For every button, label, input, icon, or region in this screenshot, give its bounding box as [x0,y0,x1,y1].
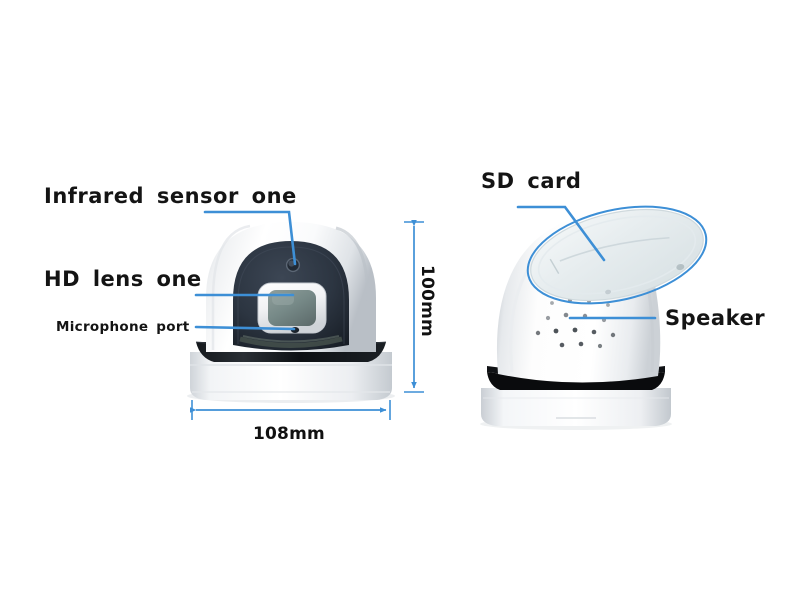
back-camera-body [480,205,708,430]
callout-label-speaker: Speaker [665,306,766,330]
callout-label-hd-lens: HD lens one [44,267,202,291]
front-base [190,352,392,400]
callout-label-sd-card: SD card [481,169,582,193]
leader-sd-card [516,205,606,262]
front-camera-body [187,222,395,403]
dimension-lines [190,220,424,420]
sd-card-cover [530,208,704,302]
leader-microphone-port [194,325,296,331]
width-dimension-label: 108mm [253,424,325,444]
back-base [481,388,671,426]
callout-label-infrared-sensor: Infrared sensor one [44,184,297,208]
hd-lens-part [268,290,316,326]
leader-infrared-sensor [203,210,297,266]
sd-card-highlight-ellipse [526,205,708,305]
callout-leader-lines [194,205,657,331]
callout-label-microphone-port: Microphone port [56,319,190,335]
height-dimension-label: 100mm [417,265,437,337]
